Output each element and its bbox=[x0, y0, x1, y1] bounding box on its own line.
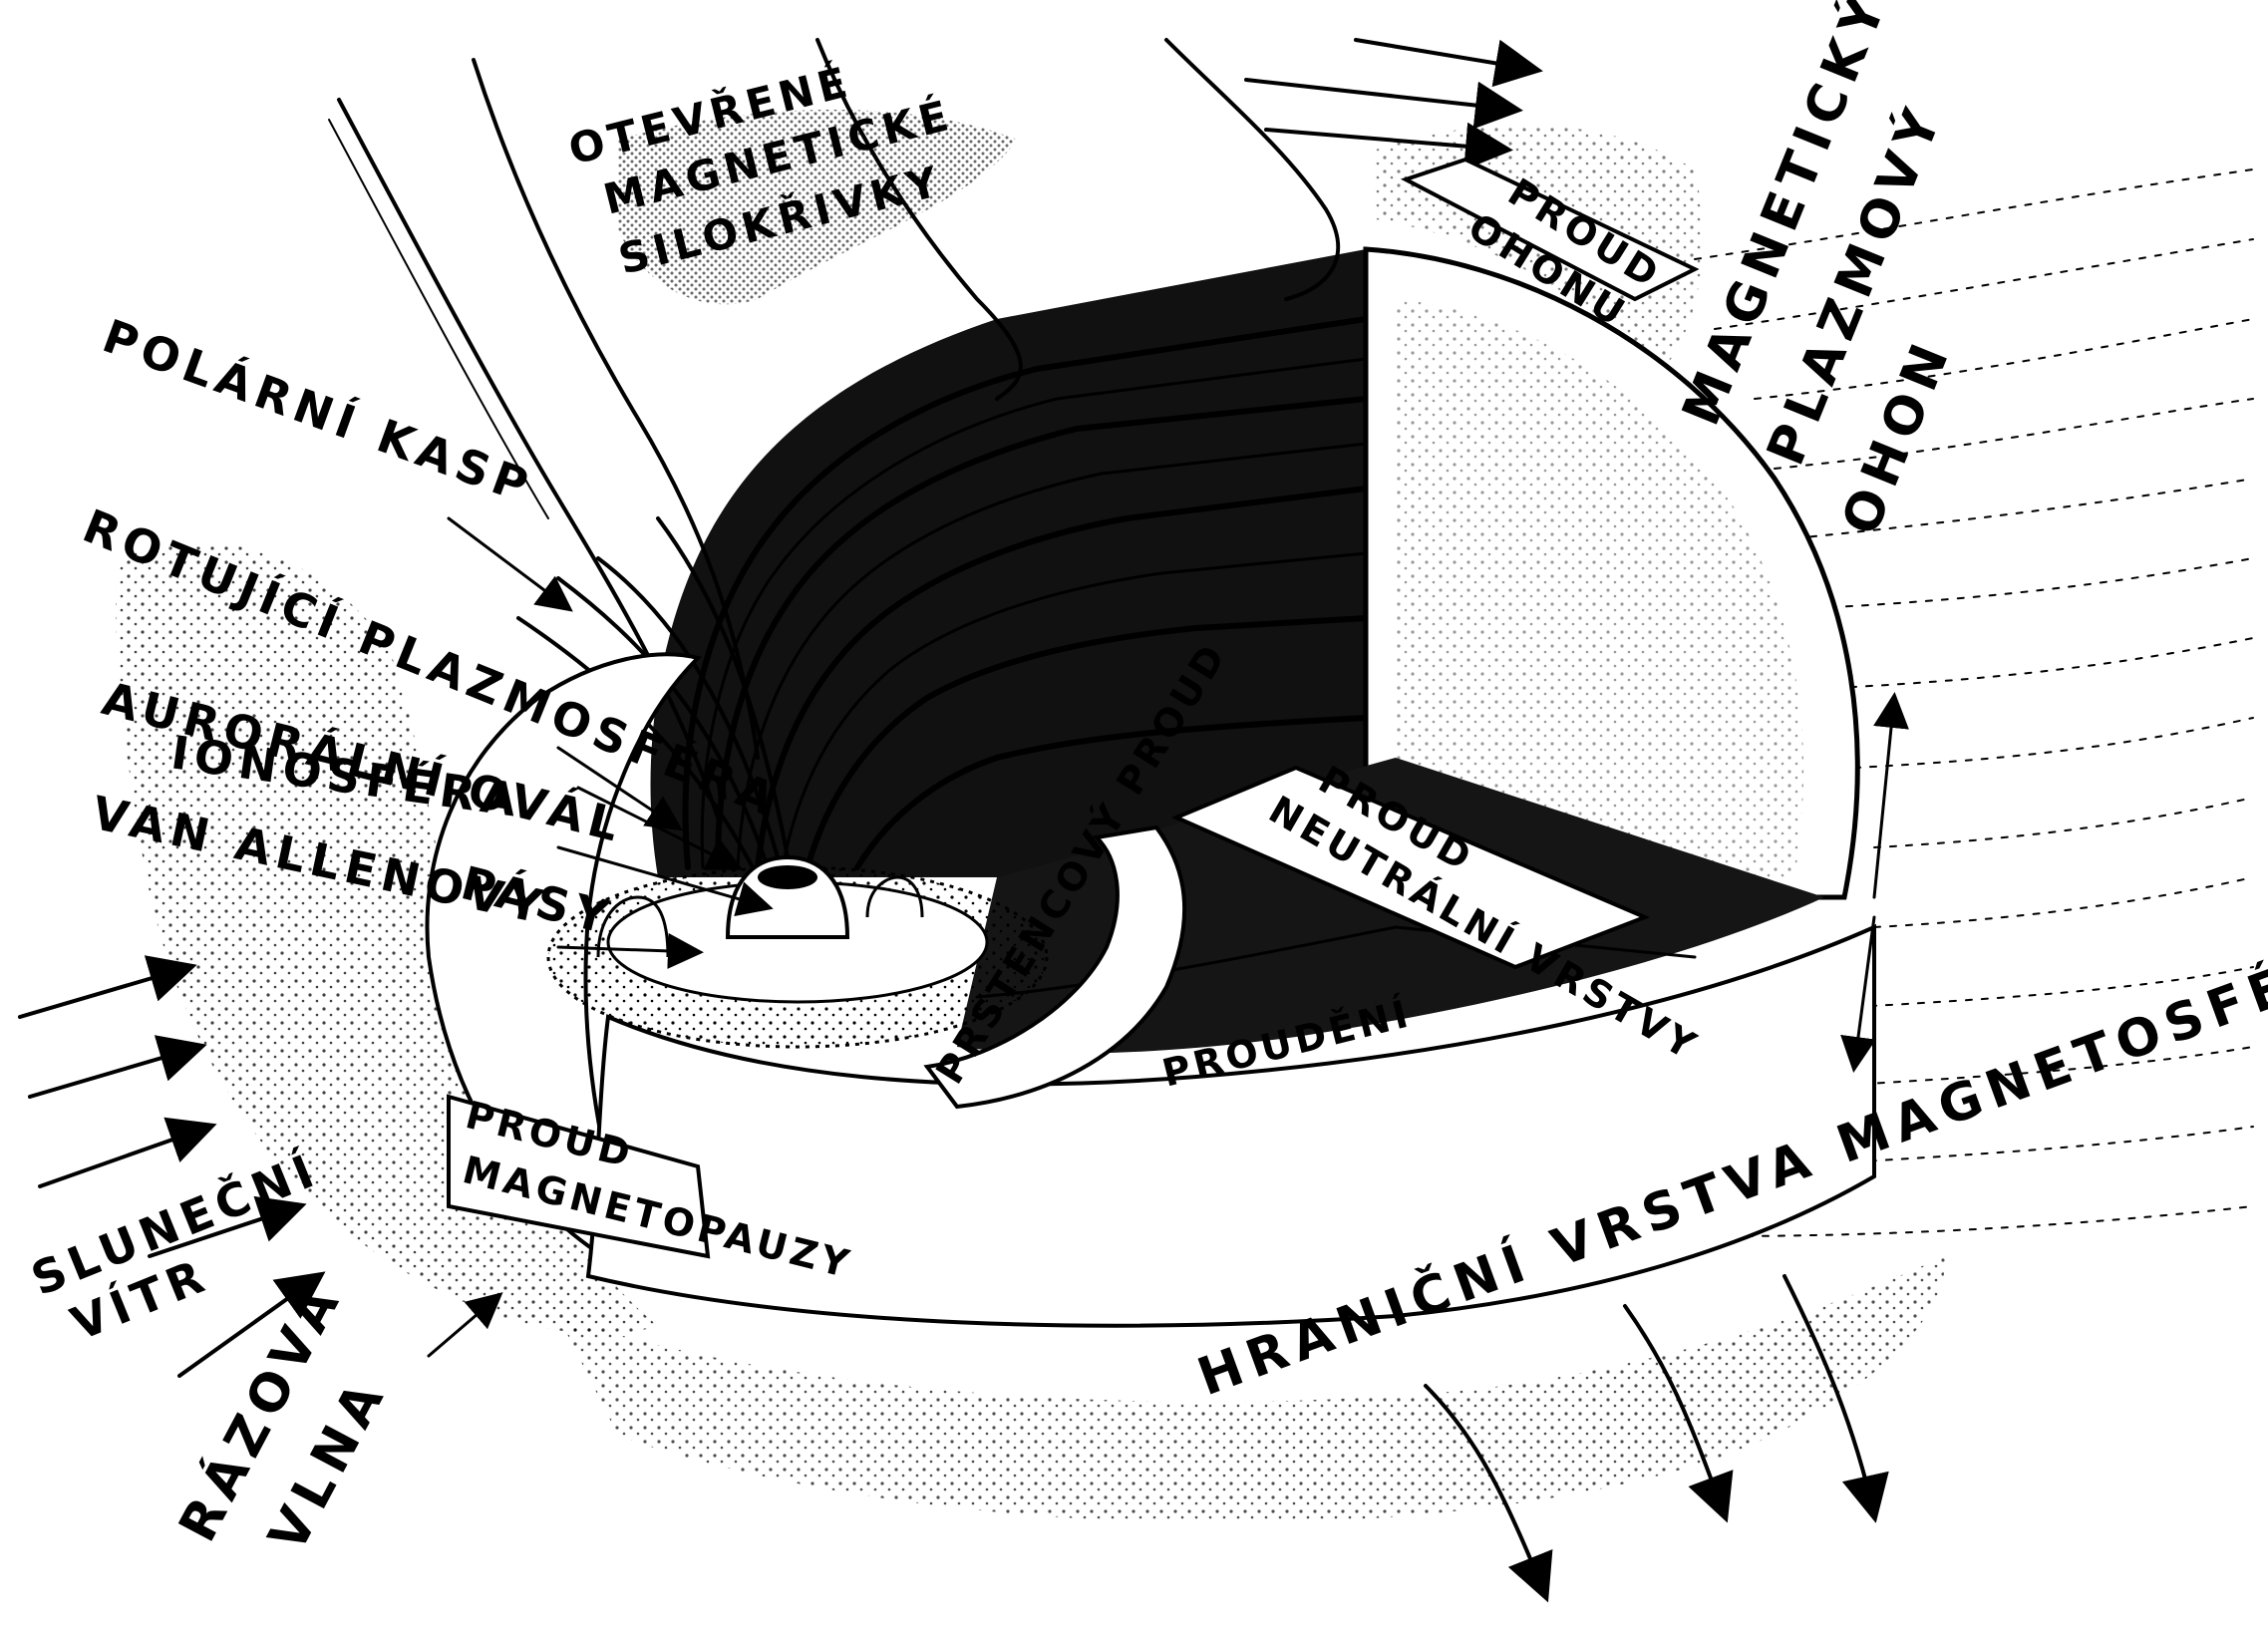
magnetopause-current-band bbox=[447, 1094, 711, 1259]
downstream-flow-lines bbox=[1424, 1274, 1889, 1603]
solar-wind-arrows bbox=[18, 955, 326, 1378]
label-polar-cusp: POLÁRNÍ KASP bbox=[96, 309, 540, 514]
magnetotail-field-lines bbox=[650, 249, 1369, 877]
tail-current-band bbox=[1400, 157, 1700, 302]
ring-current-band bbox=[923, 824, 1187, 1110]
solar-wind-streamlines bbox=[1694, 168, 2254, 1237]
auroral-oval-ring bbox=[758, 865, 817, 889]
open-field-lines bbox=[328, 38, 1543, 820]
tail-cross-section bbox=[1363, 246, 1860, 900]
earth-system bbox=[546, 854, 1049, 1049]
neutral-sheet-band bbox=[1170, 765, 1651, 970]
leader-lines bbox=[427, 516, 1909, 1358]
